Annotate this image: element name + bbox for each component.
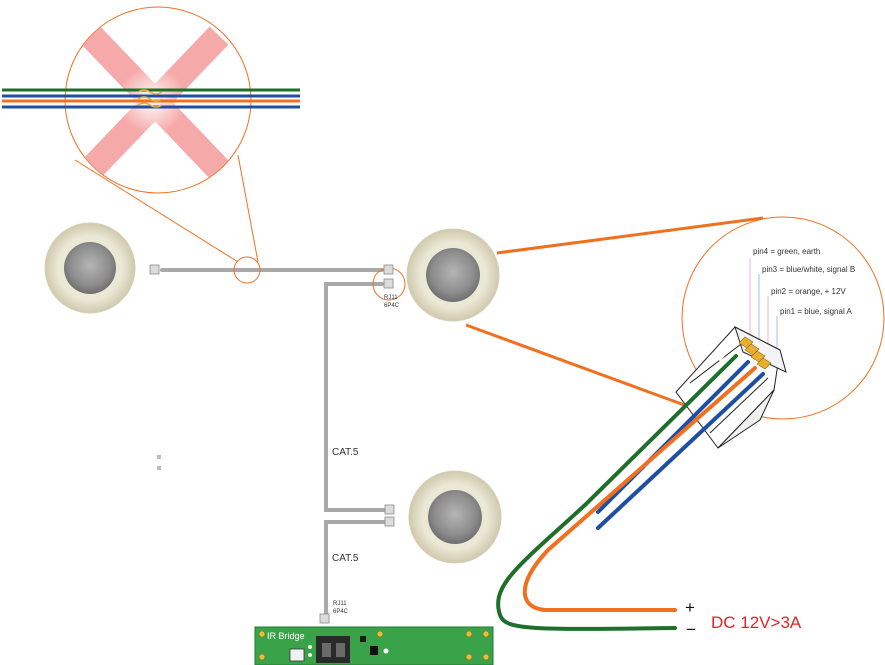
power-spec: DC 12V>3A: [711, 613, 802, 632]
minus-sign: −: [686, 620, 696, 639]
connector-label-bottom-2: 6P4C: [333, 609, 349, 615]
cat5-cables: [160, 268, 387, 617]
splice-knot: [137, 89, 163, 108]
connector-label-bottom-1: RJ11: [333, 601, 347, 607]
plug-callout-lines: [465, 216, 764, 412]
connector-label-top-1: RJ11: [384, 295, 398, 301]
cable-label-lower: CAT.5: [332, 553, 359, 564]
board-title: IR Bridge: [267, 631, 305, 641]
loose-connectors: [157, 455, 161, 470]
ceiling-speaker-icon: [408, 470, 502, 564]
rj11-plug-drawing: [675, 326, 787, 449]
ceiling-speaker-icon: [44, 222, 136, 314]
power-wires: [496, 348, 765, 631]
ir-bridge-board: [254, 626, 494, 665]
pin2-label: pin2 = orange, + 12V: [771, 287, 846, 296]
pin3-label: pin3 = blue/white, signal B: [762, 265, 855, 274]
pin1-label: pin1 = blue, signal A: [780, 307, 852, 316]
ceiling-speaker-icon: [406, 228, 500, 322]
callout-lines: [74, 154, 259, 263]
pin4-label: pin4 = green, earth: [753, 247, 820, 256]
cable-label-upper: CAT.5: [332, 447, 359, 458]
splice-marker: [233, 256, 261, 284]
splice-zoom-callout: [2, 6, 300, 194]
connector-label-top-2: 6P4C: [384, 303, 400, 309]
plus-sign: +: [685, 598, 695, 617]
rj11-connector-icons: [149, 264, 395, 624]
spliced-wires: [2, 88, 300, 109]
